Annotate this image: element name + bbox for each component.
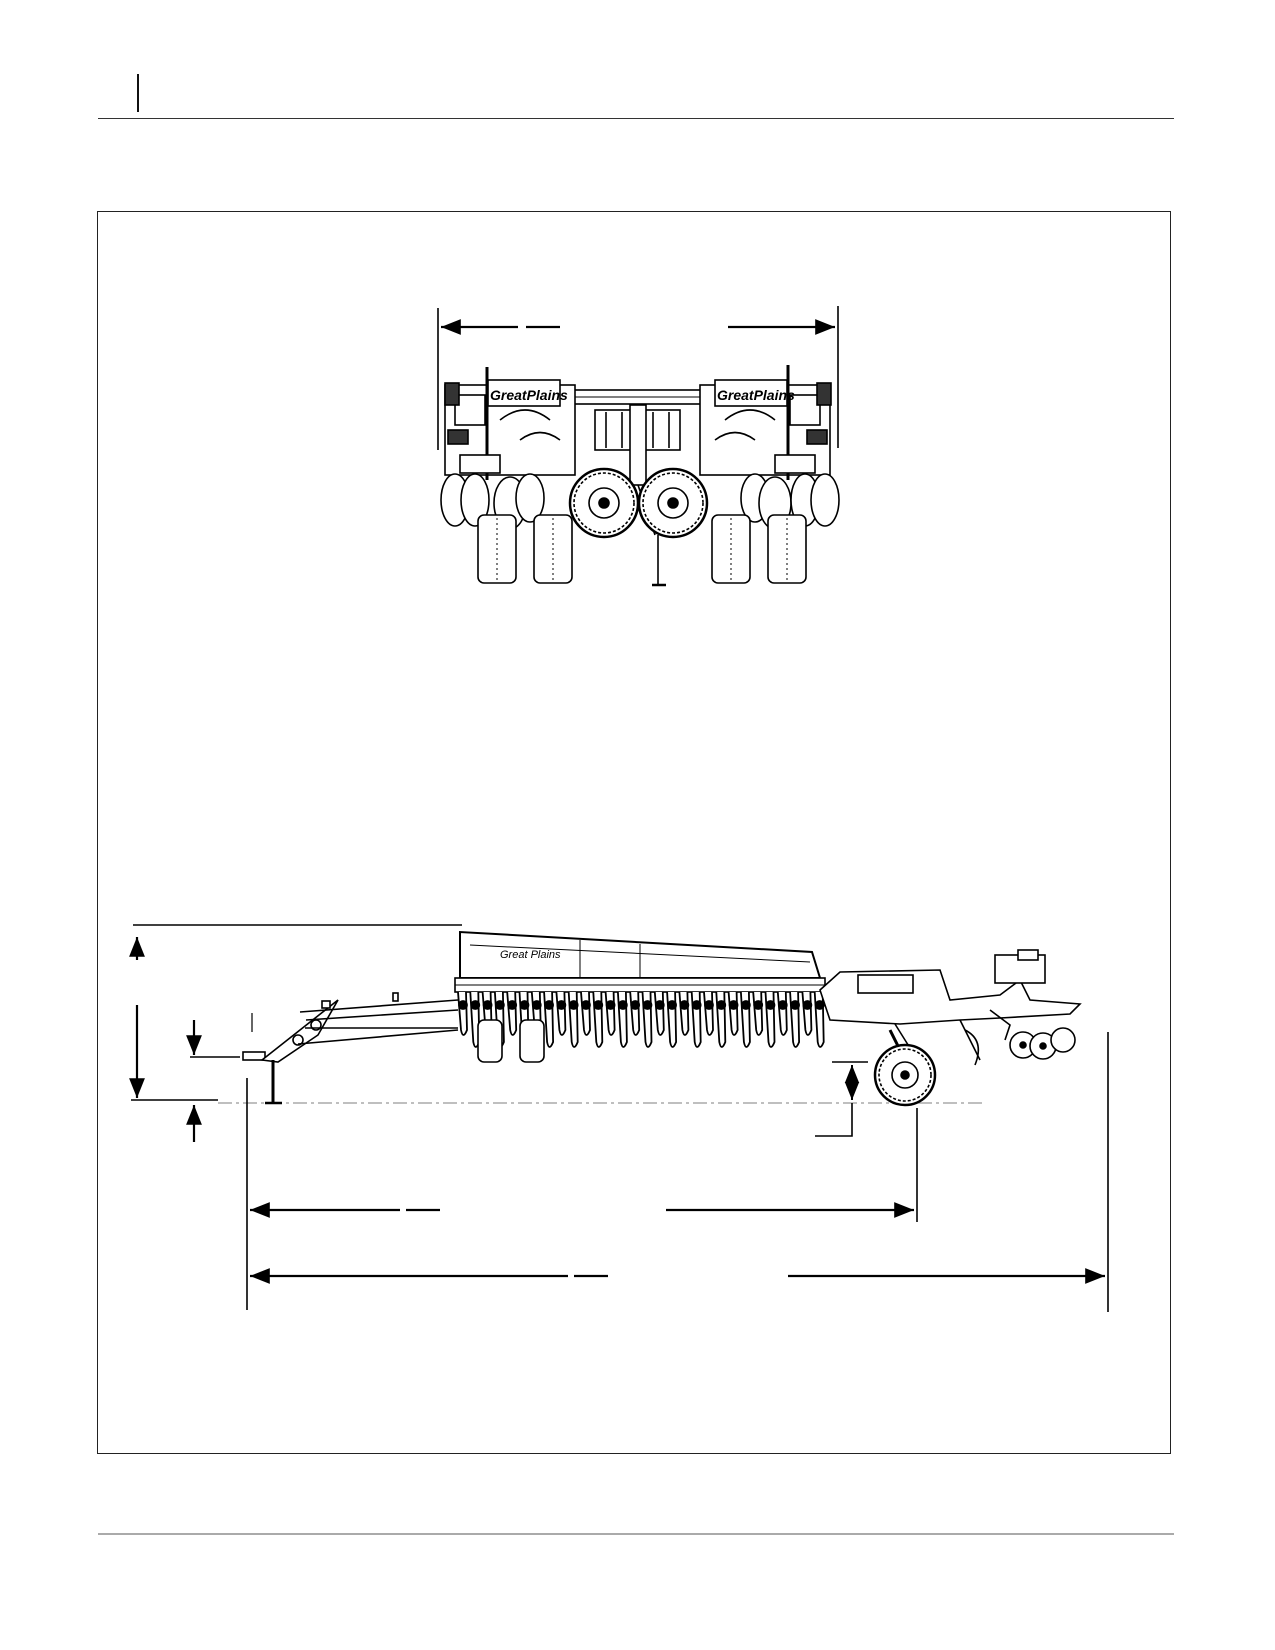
row-unit-hub bbox=[777, 1000, 788, 1010]
side-transport-wheel bbox=[873, 1029, 937, 1107]
row-unit-hub bbox=[494, 1000, 505, 1010]
row-unit-hub bbox=[741, 1000, 751, 1010]
figure-frame bbox=[97, 211, 1171, 1454]
row-unit-opener bbox=[752, 991, 764, 1036]
front-view-drawing: GreatPlains GreatPlains bbox=[437, 306, 840, 587]
row-unit-hub bbox=[814, 1000, 825, 1010]
side-row-units bbox=[457, 991, 825, 1048]
row-unit-hub bbox=[470, 1000, 481, 1010]
side-rear-cart bbox=[819, 949, 1082, 1066]
front-center-wheels bbox=[568, 467, 709, 539]
row-unit-opener bbox=[580, 991, 591, 1036]
row-unit-hub bbox=[691, 1000, 702, 1010]
row-unit-hub bbox=[654, 1000, 665, 1010]
row-unit-hub bbox=[519, 1000, 530, 1010]
front-brand-decal-right: GreatPlains bbox=[717, 387, 795, 403]
row-unit-opener bbox=[703, 991, 714, 1036]
row-unit-hub bbox=[458, 1000, 468, 1010]
row-unit-hub bbox=[704, 1000, 714, 1010]
front-brand-decal-left: GreatPlains bbox=[490, 387, 568, 403]
row-unit-hub bbox=[667, 1000, 677, 1010]
front-tracks bbox=[477, 514, 807, 584]
header-tick-mark bbox=[137, 74, 139, 112]
header-rule bbox=[98, 118, 1174, 119]
row-unit-hub bbox=[531, 1000, 542, 1010]
row-unit-opener bbox=[457, 991, 468, 1036]
side-hitch bbox=[242, 999, 339, 1105]
row-unit-hub bbox=[544, 1000, 554, 1010]
row-unit-hub bbox=[728, 1000, 739, 1010]
row-unit-hub bbox=[679, 1000, 690, 1010]
row-unit-hub bbox=[618, 1000, 628, 1010]
row-unit-hub bbox=[790, 1000, 800, 1010]
clearance-leader bbox=[815, 1103, 853, 1137]
row-unit-opener bbox=[629, 991, 641, 1036]
row-unit-opener bbox=[776, 991, 788, 1036]
row-unit-opener bbox=[678, 991, 690, 1036]
row-unit-hub bbox=[593, 1000, 604, 1010]
front-right-module: GreatPlains bbox=[699, 365, 832, 480]
side-brand-decal: Great Plains bbox=[500, 949, 561, 961]
front-left-module: GreatPlains bbox=[444, 367, 576, 480]
side-tracks bbox=[477, 1019, 545, 1063]
row-unit-opener bbox=[653, 991, 665, 1036]
row-unit-opener bbox=[604, 991, 616, 1036]
row-unit-hub bbox=[605, 1000, 616, 1010]
row-unit-hub bbox=[802, 1000, 813, 1010]
row-unit-hub bbox=[630, 1000, 641, 1010]
row-unit-opener bbox=[506, 991, 518, 1036]
row-unit-hub bbox=[507, 1000, 518, 1010]
row-unit-hub bbox=[556, 1000, 567, 1010]
side-view-drawing: Great Plains bbox=[129, 924, 1109, 1312]
side-tongue bbox=[297, 992, 459, 1045]
row-unit-hub bbox=[753, 1000, 764, 1010]
row-unit-hub bbox=[568, 1000, 579, 1010]
row-unit-hub bbox=[581, 1000, 591, 1010]
row-unit-hub bbox=[716, 1000, 727, 1010]
row-unit-opener bbox=[801, 991, 813, 1036]
row-unit-opener bbox=[555, 991, 567, 1036]
row-unit-hub bbox=[642, 1000, 653, 1010]
row-unit-hub bbox=[765, 1000, 776, 1010]
side-hopper: Great Plains bbox=[454, 930, 826, 993]
row-unit-opener bbox=[727, 991, 739, 1036]
row-unit-hub bbox=[482, 1000, 493, 1010]
